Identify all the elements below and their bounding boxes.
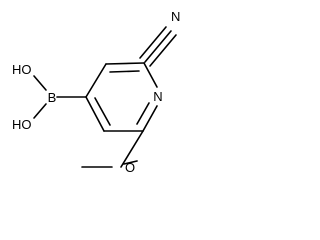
chemical-structure-diagram: N N B HO HO O [12,9,180,175]
bond-c6-methoxy-o [120,130,144,168]
ring-nitrogen-label: N [153,89,162,104]
hydroxyl-upper-label: HO [12,62,32,77]
ring-bond-c6-n [142,105,158,132]
bond-methyl-o-left [123,160,138,165]
nitrile-triple-bond [139,26,177,67]
ring-bond-c4-c5-inner [94,97,111,126]
ring-bond-c3-c4 [85,63,107,98]
nitrile-nitrogen-label: N [171,9,180,24]
hydroxyl-lower-label: HO [12,117,32,132]
ring-bond-c2-c3-inner [109,70,140,73]
ring-bond-c2-c3 [105,62,145,65]
methoxy-oxygen-label: O [125,160,135,175]
boron-label: B [48,90,57,105]
ring-bond-c4-c5 [85,96,105,132]
ring-bond-n-c2 [143,62,158,88]
bond-boron-oh-upper [33,75,47,91]
bond-boron-oh-lower [33,103,47,119]
ring-bond-c6-n-inner [136,102,150,125]
